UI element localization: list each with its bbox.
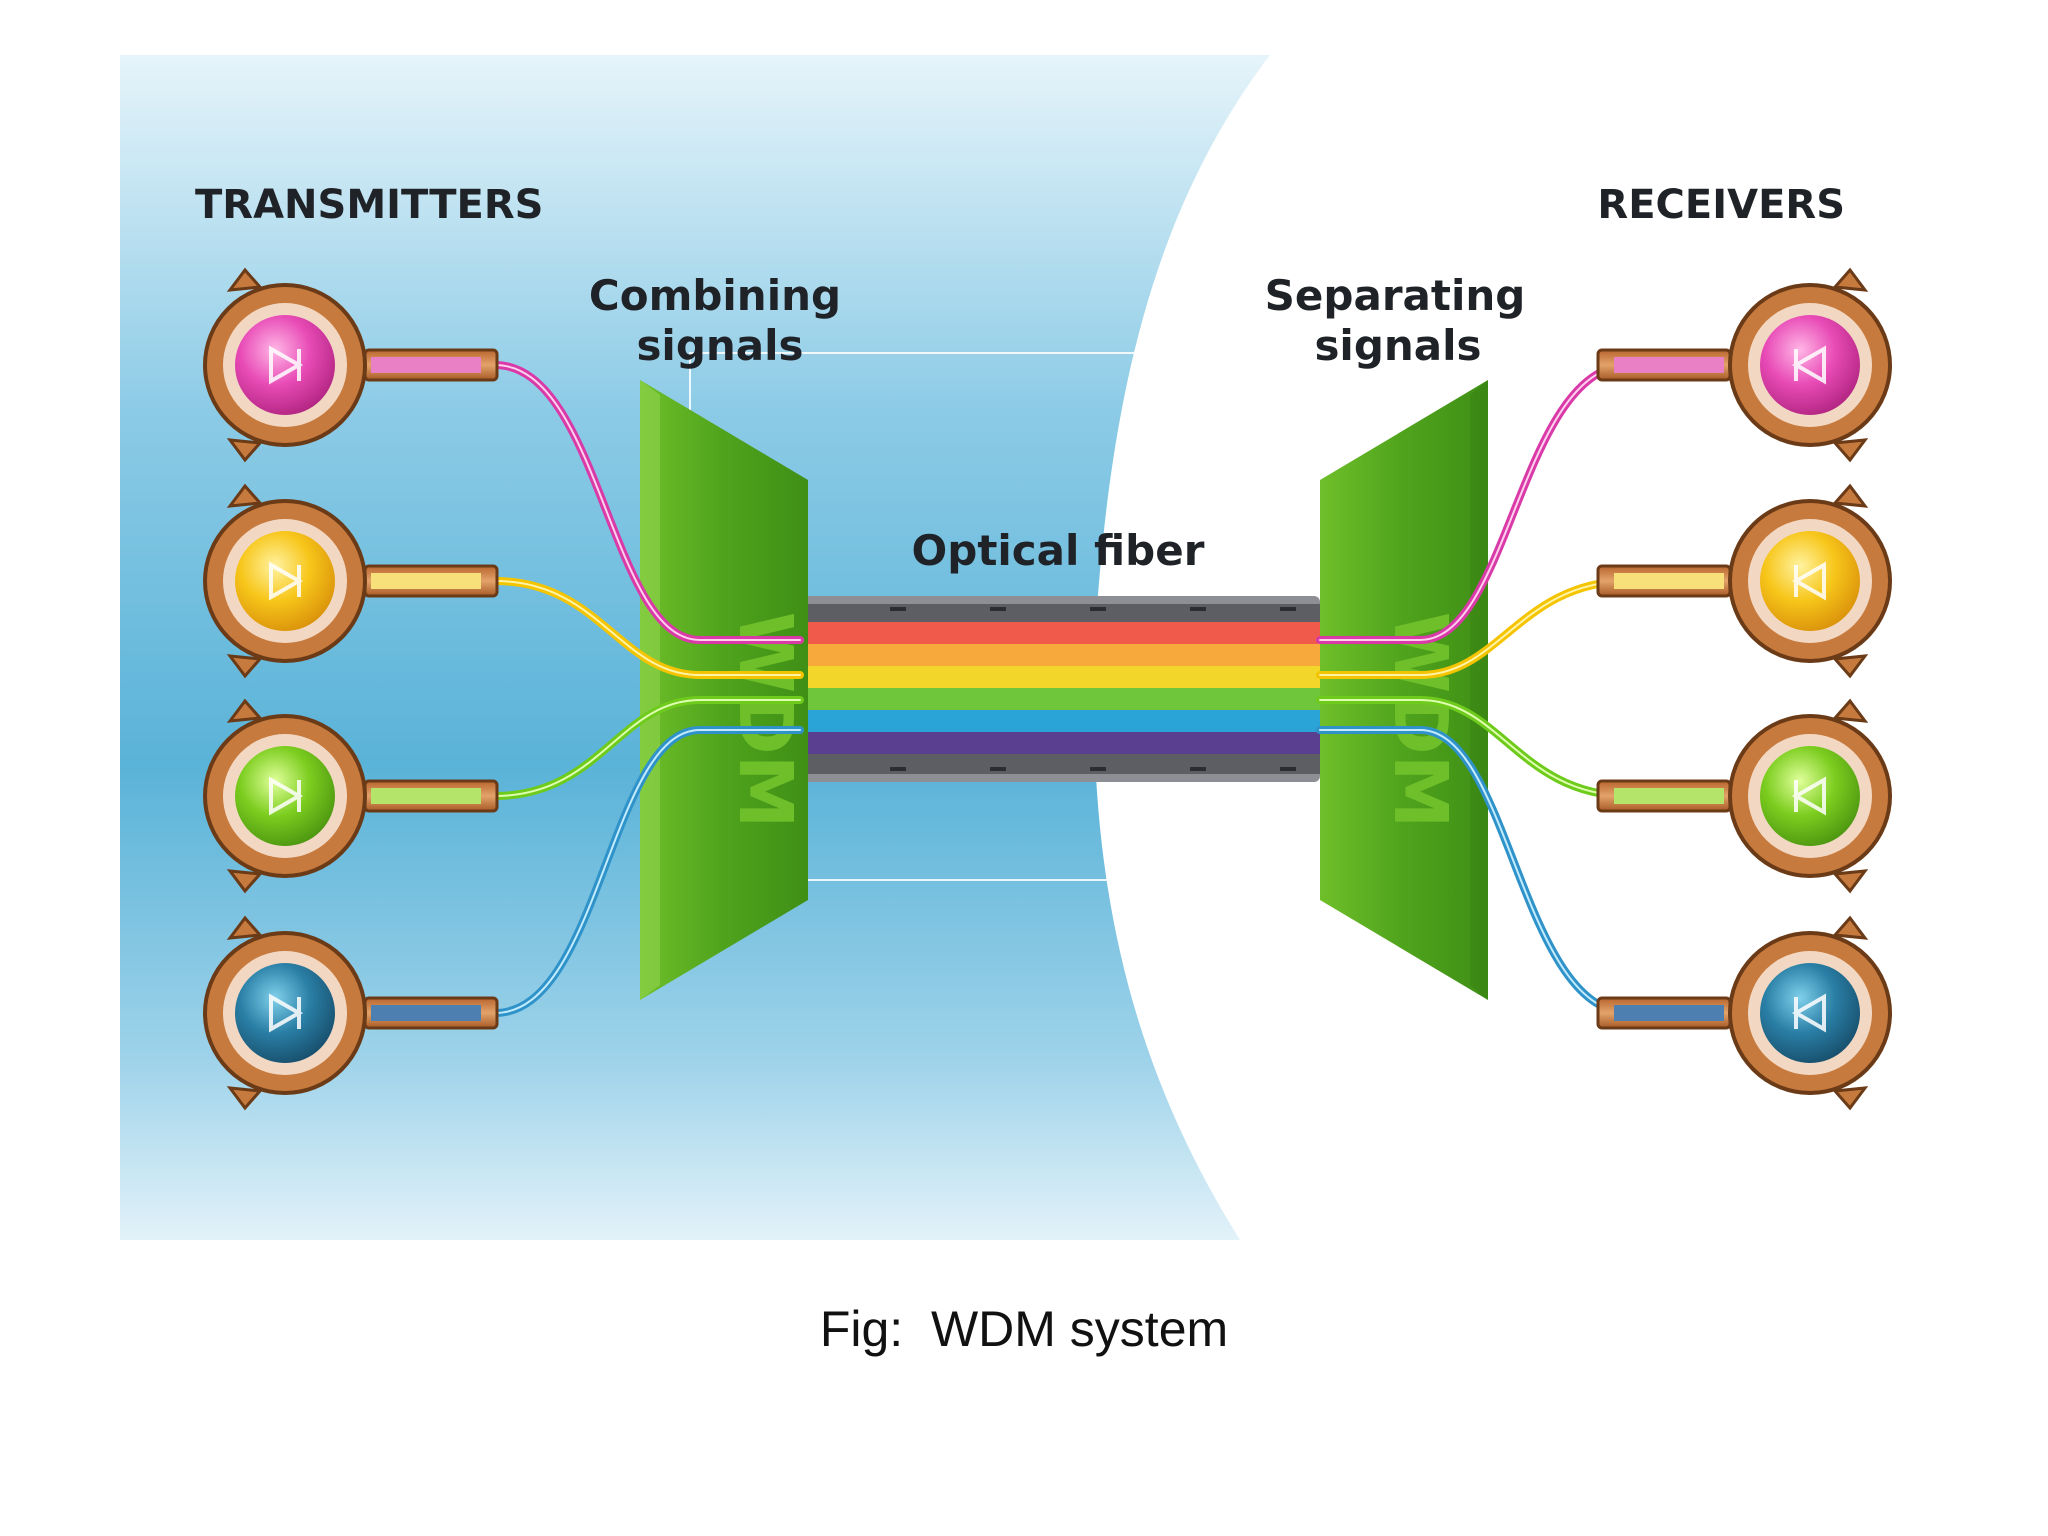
photodiode-icon xyxy=(1791,993,1826,1033)
wdm-demultiplexer: WDM xyxy=(1320,380,1488,1000)
receiver-blue xyxy=(1596,915,1892,1111)
laser-diode-icon xyxy=(269,561,304,601)
transmitter-magenta xyxy=(203,267,499,463)
combining-label-line2: signals xyxy=(636,321,803,370)
receiver-green xyxy=(1596,698,1892,894)
receiver-group xyxy=(1596,267,1892,1111)
combining-label-line1: Combining xyxy=(589,271,841,320)
laser-diode-icon xyxy=(269,776,304,816)
laser-diode-icon xyxy=(269,993,304,1033)
wdm-multiplexer: WDM xyxy=(640,380,808,1000)
separating-label-line2: signals xyxy=(1314,321,1481,370)
transmitter-green xyxy=(203,698,499,894)
receivers-label: RECEIVERS xyxy=(1597,182,1845,228)
receiver-magenta xyxy=(1596,267,1892,463)
optical-fiber-cable xyxy=(800,596,1320,782)
input-fibers xyxy=(491,361,804,1017)
transmitters-label: TRANSMITTERS xyxy=(195,182,543,228)
photodiode-icon xyxy=(1791,776,1826,816)
demux-label: WDM xyxy=(1377,612,1463,829)
laser-diode-icon xyxy=(269,345,304,385)
mux-label: WDM xyxy=(722,612,808,829)
figure-caption: Fig: WDM system xyxy=(819,1301,1229,1357)
receiver-yellow xyxy=(1596,483,1892,679)
transmitter-blue xyxy=(203,915,499,1111)
photodiode-icon xyxy=(1791,561,1826,601)
transmitter-group xyxy=(203,267,499,1111)
output-fibers xyxy=(1316,361,1634,1017)
transmitter-yellow xyxy=(203,483,499,679)
optical-fiber-label: Optical fiber xyxy=(912,526,1205,575)
separating-label-line1: Separating xyxy=(1265,271,1526,320)
photodiode-icon xyxy=(1791,345,1826,385)
